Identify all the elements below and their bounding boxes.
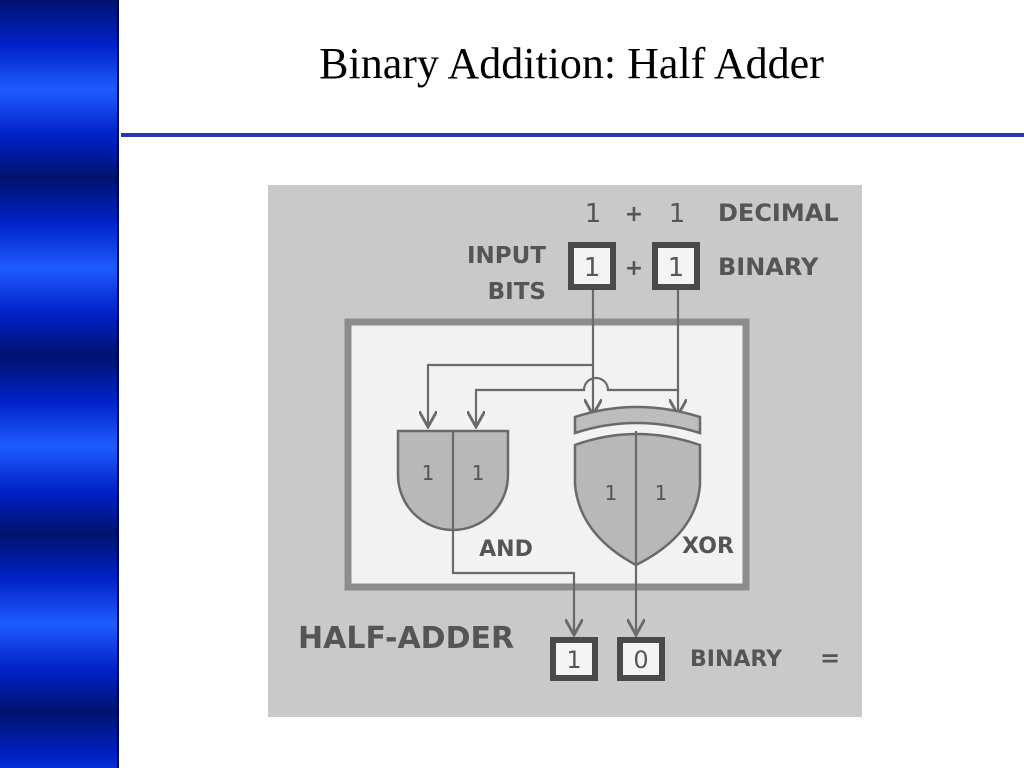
decimal-plus: + xyxy=(625,202,643,227)
decimal-label: DECIMAL xyxy=(718,199,839,227)
binary-row-label: BINARY xyxy=(718,253,819,281)
decimal-a: 1 xyxy=(585,199,602,229)
xor-input-curve xyxy=(573,405,702,435)
input-b-box xyxy=(652,242,700,290)
half-adder-figure: 1 + 1 DECIMAL INPUT BITS 1 + 1 BINARY xyxy=(268,185,862,717)
and-gate-label: AND xyxy=(479,537,533,562)
input-a-value: 1 xyxy=(584,253,601,283)
side-gradient-bar xyxy=(0,0,119,768)
sum-output-value: 0 xyxy=(633,646,648,674)
input-bits-label-2: BITS xyxy=(488,279,546,305)
carry-output-box xyxy=(550,637,598,681)
slide-title: Binary Addition: Half Adder xyxy=(319,39,824,88)
sum-output-box xyxy=(617,637,665,681)
input-a-wires xyxy=(428,290,593,427)
output-wires xyxy=(451,530,636,635)
half-adder-title: HALF-ADDER xyxy=(298,621,514,656)
input-a-box xyxy=(568,242,616,290)
decimal-b: 1 xyxy=(669,199,686,229)
carry-output-value: 1 xyxy=(566,646,581,674)
input-bits-label-1: INPUT xyxy=(467,243,546,269)
binary-plus: + xyxy=(625,256,643,281)
half-adder-diagram: 1 + 1 DECIMAL INPUT BITS 1 + 1 BINARY xyxy=(268,185,862,717)
output-binary-label: BINARY xyxy=(690,647,783,672)
input-b-wires xyxy=(476,290,678,427)
output-equals: = xyxy=(820,644,840,672)
and-input-b: 1 xyxy=(472,461,485,485)
and-input-a: 1 xyxy=(422,461,435,485)
input-b-value: 1 xyxy=(668,253,685,283)
xor-input-a: 1 xyxy=(605,481,618,505)
xor-input-b: 1 xyxy=(655,481,668,505)
title-divider xyxy=(121,133,1024,137)
xor-gate-label: XOR xyxy=(682,534,734,559)
